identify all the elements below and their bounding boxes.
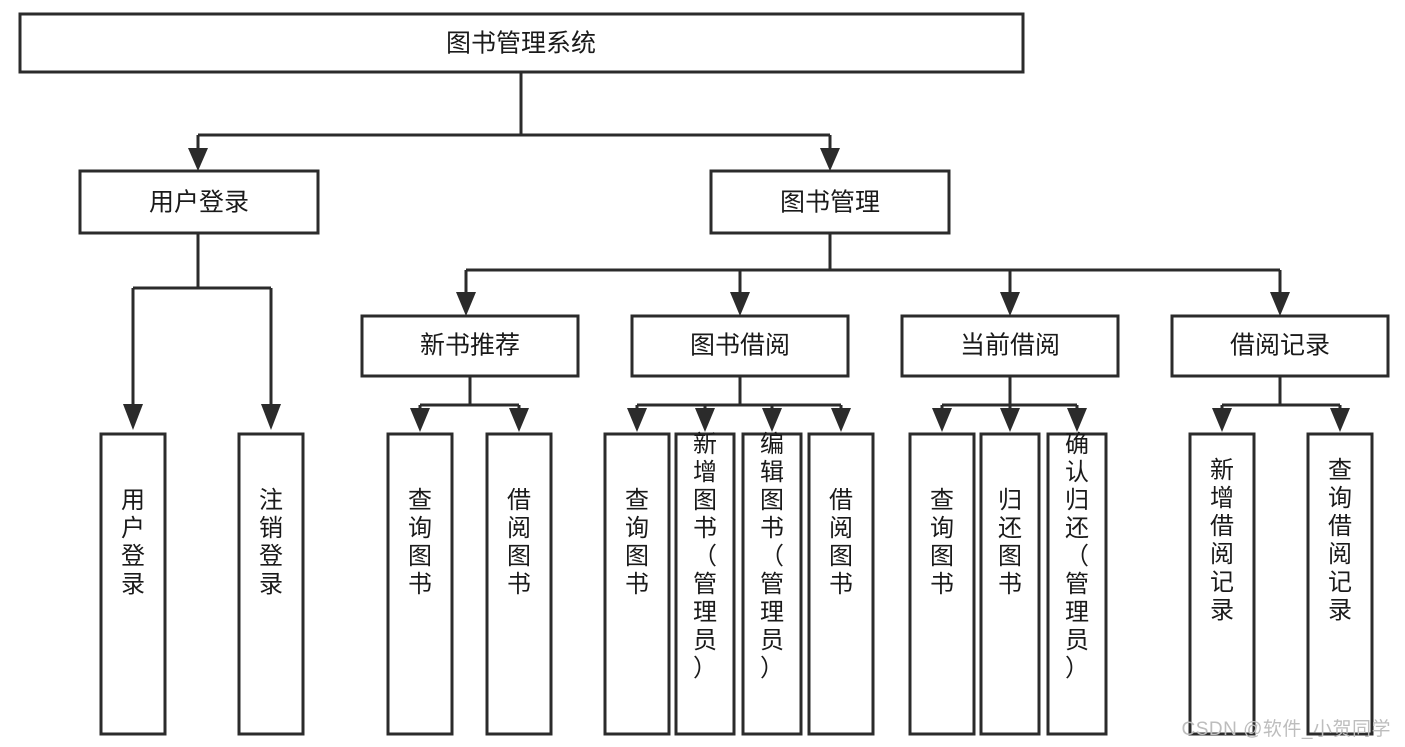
node-leaf-query-book-3-label: 查询图书	[930, 487, 954, 598]
node-leaf-add-book-box[interactable]	[674, 432, 736, 736]
node-leaf-query-book-2-box[interactable]	[603, 432, 671, 736]
arrow-br-leaf2-icon	[1330, 408, 1350, 432]
node-user-login-label: 用户登录	[149, 189, 249, 217]
node-book-manage-box[interactable]	[709, 169, 951, 235]
node-leaf-return-book-label: 归还图书	[998, 487, 1022, 598]
arrow-recommend-leaf1-icon	[410, 408, 430, 432]
node-leaf-user-login-label: 用户登录	[121, 487, 145, 598]
node-new-book-recommend-box[interactable]	[360, 314, 580, 378]
node-book-borrow-label: 图书借阅	[690, 332, 790, 360]
node-book-borrow[interactable]: 图书借阅	[630, 314, 850, 378]
node-root-box[interactable]	[18, 12, 1025, 74]
connector-group-current-borrow	[932, 376, 1087, 432]
node-leaf-query-book-1[interactable]: 查询图书	[386, 432, 454, 736]
connector-group-root	[188, 72, 840, 171]
node-leaf-return-book[interactable]: 归还图书	[979, 432, 1041, 736]
arrow-cb-leaf2-icon	[1000, 408, 1020, 432]
arrow-root-to-user-login-icon	[188, 148, 208, 171]
node-leaf-borrow-book-2-label: 借阅图书	[829, 487, 853, 598]
node-leaf-logout-label: 注销登录	[259, 487, 283, 598]
node-leaf-query-record-box[interactable]	[1306, 432, 1374, 736]
node-leaf-add-record-label: 新增借阅记录	[1210, 457, 1234, 624]
node-leaf-edit-book-label: 编辑图书（管理员）	[760, 431, 784, 682]
node-leaf-return-book-box[interactable]	[979, 432, 1041, 736]
arrow-bm-to-recommend-icon	[456, 292, 476, 316]
connector-group-borrow-record	[1212, 376, 1350, 432]
node-borrow-record-label: 借阅记录	[1230, 332, 1330, 360]
arrow-cb-leaf1-icon	[932, 408, 952, 432]
node-leaf-add-book-label: 新增图书（管理员）	[693, 431, 717, 682]
arrow-recommend-leaf2-icon	[509, 408, 529, 432]
node-leaf-edit-book[interactable]: 编辑图书（管理员）	[741, 431, 803, 736]
connector-group-recommend	[410, 376, 529, 432]
node-leaf-borrow-book-1-label: 借阅图书	[507, 487, 531, 598]
arrow-bm-to-record-icon	[1270, 292, 1290, 316]
node-root-label: 图书管理系统	[446, 30, 596, 58]
node-leaf-add-book[interactable]: 新增图书（管理员）	[674, 431, 736, 736]
node-book-borrow-box[interactable]	[630, 314, 850, 378]
node-leaf-query-book-1-box[interactable]	[386, 432, 454, 736]
node-new-book-recommend-label: 新书推荐	[420, 332, 520, 360]
node-book-manage-label: 图书管理	[780, 189, 880, 217]
node-current-borrow-box[interactable]	[900, 314, 1120, 378]
arrow-cb-leaf3-icon	[1067, 408, 1087, 432]
node-current-borrow[interactable]: 当前借阅	[900, 314, 1120, 378]
node-leaf-add-record-box[interactable]	[1188, 432, 1256, 736]
arrow-bm-to-current-icon	[1000, 292, 1020, 316]
node-leaf-query-book-1-label: 查询图书	[408, 487, 432, 598]
arrow-bm-to-borrow-icon	[730, 292, 750, 316]
node-leaf-logout-box[interactable]	[237, 432, 305, 736]
node-leaf-query-book-2-label: 查询图书	[625, 487, 649, 598]
node-current-borrow-label: 当前借阅	[960, 332, 1060, 360]
node-leaf-edit-book-box[interactable]	[741, 432, 803, 736]
node-leaf-confirm-return[interactable]: 确认归还（管理员）	[1046, 431, 1108, 736]
node-leaf-user-login[interactable]: 用户登录	[99, 432, 167, 736]
node-leaf-borrow-book-1-box[interactable]	[485, 432, 553, 736]
node-leaf-confirm-return-box[interactable]	[1046, 432, 1108, 736]
arrow-root-to-book-manage-icon	[820, 148, 840, 171]
node-leaf-borrow-book-2[interactable]: 借阅图书	[807, 432, 875, 736]
node-user-login-box[interactable]	[78, 169, 320, 235]
node-book-manage[interactable]: 图书管理	[709, 169, 951, 235]
node-new-book-recommend[interactable]: 新书推荐	[360, 314, 580, 378]
node-leaf-user-login-box[interactable]	[99, 432, 167, 736]
arrow-user-login-leaf2-icon	[261, 404, 281, 430]
arrow-user-login-leaf1-icon	[123, 404, 143, 430]
node-leaf-add-record[interactable]: 新增借阅记录	[1188, 432, 1256, 736]
node-borrow-record-box[interactable]	[1170, 314, 1390, 378]
node-leaf-query-record-label: 查询借阅记录	[1328, 457, 1352, 624]
arrow-br-leaf1-icon	[1212, 408, 1232, 432]
node-leaf-query-book-3-box[interactable]	[908, 432, 976, 736]
node-leaf-borrow-book-2-box[interactable]	[807, 432, 875, 736]
connector-group-book-borrow	[627, 376, 851, 432]
node-leaf-borrow-book-1[interactable]: 借阅图书	[485, 432, 553, 736]
connector-group-book-manage	[456, 233, 1290, 316]
node-leaf-query-record[interactable]: 查询借阅记录	[1306, 432, 1374, 736]
arrow-bb-leaf3-icon	[762, 408, 782, 432]
node-leaf-confirm-return-label: 确认归还（管理员）	[1065, 431, 1089, 682]
arrow-bb-leaf1-icon	[627, 408, 647, 432]
arrow-bb-leaf2-icon	[695, 408, 715, 432]
connector-group-user-login	[123, 233, 281, 430]
node-leaf-logout[interactable]: 注销登录	[237, 432, 305, 736]
node-borrow-record[interactable]: 借阅记录	[1170, 314, 1390, 378]
node-leaf-query-book-3[interactable]: 查询图书	[908, 432, 976, 736]
node-user-login[interactable]: 用户登录	[78, 169, 320, 235]
arrow-bb-leaf4-icon	[831, 408, 851, 432]
node-leaf-query-book-2[interactable]: 查询图书	[603, 432, 671, 736]
node-root[interactable]: 图书管理系统	[18, 12, 1025, 74]
